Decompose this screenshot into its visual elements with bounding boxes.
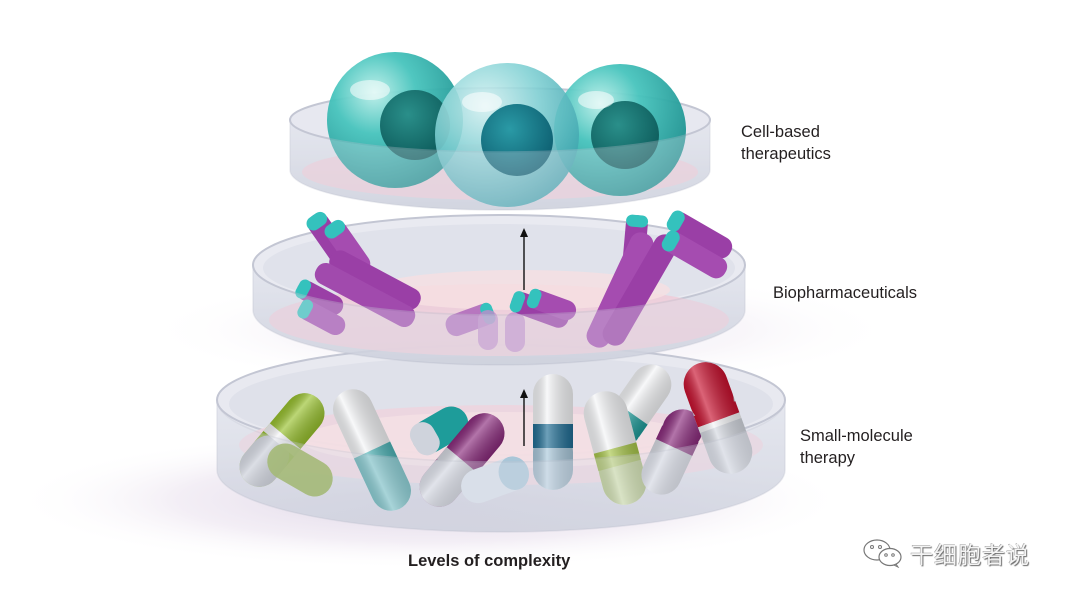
arrow-up-icon bbox=[520, 389, 528, 446]
pill-teal-small bbox=[409, 406, 469, 456]
pill-lightblue bbox=[461, 456, 530, 504]
watermark-text: 干细胞者说 bbox=[910, 543, 1030, 569]
cell-right bbox=[554, 64, 686, 196]
dish-cell-based-front-wall bbox=[289, 119, 711, 211]
pill-lime bbox=[583, 391, 647, 505]
pill-teal-white bbox=[332, 389, 412, 511]
arrow-up-icon bbox=[520, 228, 528, 290]
label-line: therapeutics bbox=[741, 145, 831, 163]
label-line: Cell-based bbox=[741, 123, 820, 141]
pill-green-back bbox=[267, 443, 333, 497]
label-cell-based-therapeutics: Cell-based therapeutics bbox=[741, 121, 831, 165]
stem-cells bbox=[327, 52, 686, 207]
cell-left bbox=[327, 52, 463, 188]
wechat-icon bbox=[863, 539, 902, 568]
antibody-right bbox=[586, 210, 733, 348]
label-biopharmaceuticals: Biopharmaceuticals bbox=[773, 282, 917, 304]
label-line: therapy bbox=[800, 449, 856, 467]
dish-small-molecule-front-wall bbox=[216, 399, 786, 533]
label-line: Small-molecule bbox=[800, 427, 913, 445]
small-molecule-pills bbox=[239, 362, 753, 511]
dish-biopharmaceuticals-front-wall bbox=[252, 264, 746, 366]
figure-caption: Levels of complexity bbox=[408, 552, 571, 570]
watermark: 干细胞者说 bbox=[862, 536, 1030, 570]
pill-red bbox=[683, 362, 753, 474]
label-line: Biopharmaceuticals bbox=[773, 284, 917, 302]
cell-center bbox=[435, 63, 579, 207]
antibody-center bbox=[445, 288, 577, 352]
pill-purple-2 bbox=[641, 409, 703, 495]
pill-blue bbox=[533, 374, 573, 490]
label-small-molecule-therapy: Small-molecule therapy bbox=[800, 425, 913, 469]
antibody-left bbox=[295, 211, 421, 336]
antibodies bbox=[295, 210, 733, 352]
